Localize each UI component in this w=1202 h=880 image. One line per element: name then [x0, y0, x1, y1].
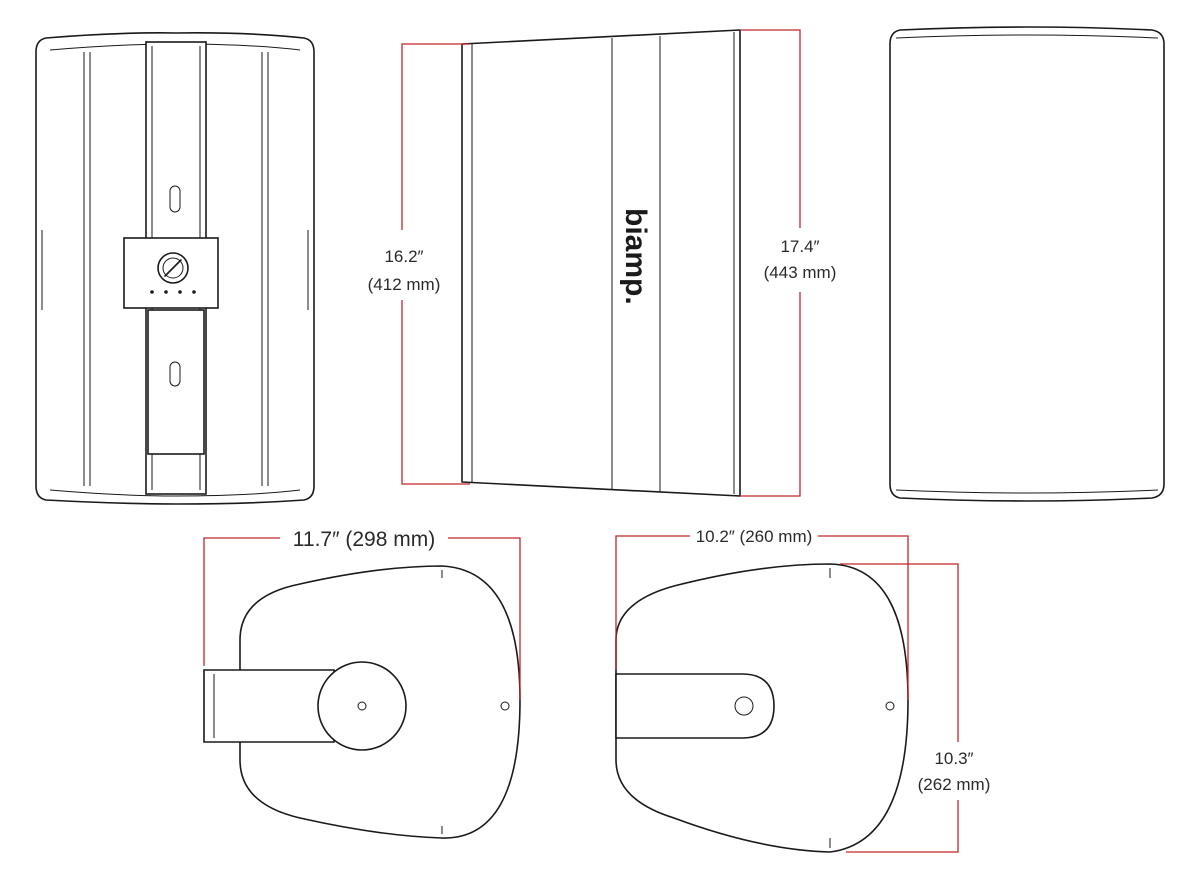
top-view-with-bracket — [203, 565, 521, 839]
dimension-label-inches: 10.3″ — [934, 749, 973, 768]
dimension-side-height-right: 17.4″ (443 mm) — [740, 29, 837, 497]
dimension-side-height-left: 16.2″ (412 mm) — [368, 43, 470, 485]
brand-logo: biamp. — [619, 208, 652, 305]
dimension-label-mm: (262 mm) — [918, 775, 991, 794]
rear-view — [35, 32, 315, 505]
side-view: biamp. — [461, 29, 741, 497]
dimension-label-mm: (443 mm) — [764, 263, 837, 282]
dimension-top-depth-with-bracket: 11.7″ (298 mm) — [203, 528, 521, 700]
dimension-label-inches: 16.2″ — [384, 247, 423, 266]
top-view — [615, 563, 909, 853]
dimension-top-width: 10.3″ (262 mm) — [840, 563, 991, 853]
dimension-top-depth: 10.2″ (260 mm) — [615, 527, 909, 700]
dimension-label-inches: 17.4″ — [780, 237, 819, 256]
dimension-label: 11.7″ (298 mm) — [293, 528, 435, 551]
dimension-label: 10.2″ (260 mm) — [696, 527, 813, 546]
dimension-label-mm: (412 mm) — [368, 275, 441, 294]
front-view — [889, 26, 1165, 502]
